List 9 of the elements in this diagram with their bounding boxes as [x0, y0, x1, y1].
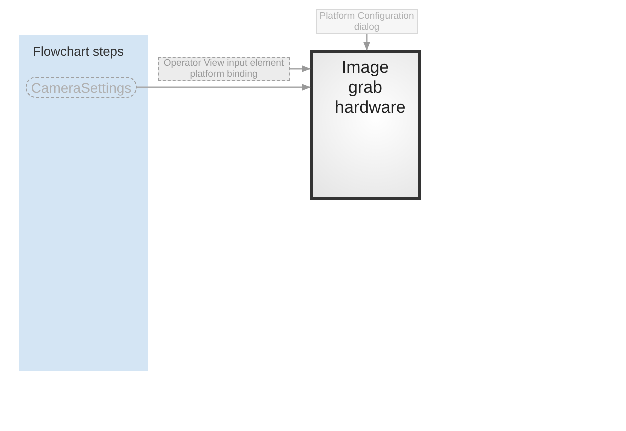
dialog-box: Platform Configuration dialog [316, 9, 418, 34]
arrow [290, 65, 311, 73]
arrow [137, 84, 311, 92]
arrow [363, 34, 371, 51]
step-box: CameraSettings [26, 77, 137, 98]
hardware-box: Image grab hardware [310, 50, 421, 200]
lane-heading: Flowchart steps [33, 44, 124, 59]
swimlane-panel [19, 35, 148, 371]
binding-box: Operator View input element platform binding [158, 57, 290, 81]
